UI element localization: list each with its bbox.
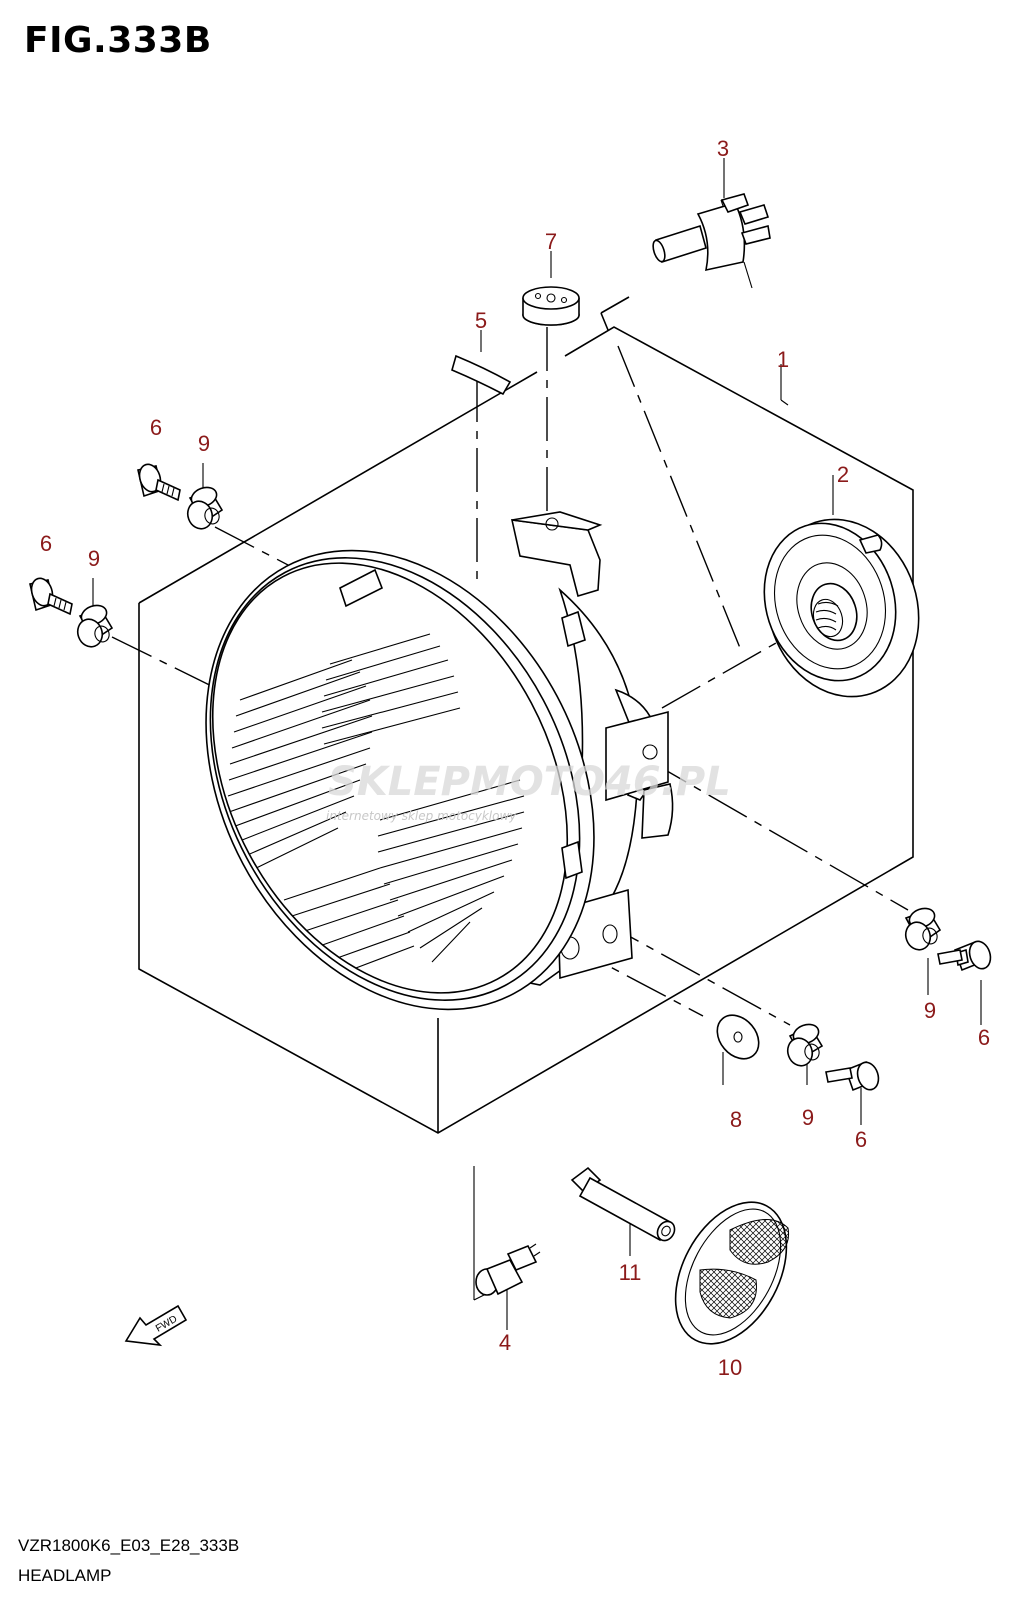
callout-6-lower-right: 6 [855, 1127, 867, 1152]
assembly-frame [138, 326, 914, 1134]
part-10-reflector [674, 1201, 790, 1345]
callout-8: 8 [730, 1107, 742, 1132]
part-7-grommet [522, 286, 580, 326]
figure-title: FIG.333B [24, 20, 212, 61]
callout-1: 1 [777, 347, 789, 372]
figure-code: VZR1800K6_E03_E28_333B [18, 1536, 240, 1555]
part-4-position-bulb [475, 1243, 541, 1296]
watermark: SKLEPMOTO46.PL internetowy sklep motocyk… [326, 759, 731, 823]
callout-2: 2 [837, 462, 849, 487]
part-3-bulb [652, 193, 771, 289]
callouts: 1 2 3 4 5 6 6 6 6 7 8 9 9 9 9 10 11 [40, 136, 990, 1380]
part-6-bolt-right [937, 940, 992, 972]
callout-4: 4 [499, 1330, 511, 1355]
watermark-main: SKLEPMOTO46.PL [328, 759, 731, 805]
callout-9-right: 9 [924, 998, 936, 1023]
callout-11: 11 [619, 1260, 642, 1285]
part-2-socket-cover [763, 518, 920, 698]
part-8-washer [716, 1014, 760, 1060]
callout-9-lower-left: 9 [88, 546, 100, 571]
part-6-bolt-lower-right [825, 1060, 880, 1092]
callout-6-lower-left: 6 [40, 531, 52, 556]
headlamp-housing [205, 511, 674, 1011]
callout-7: 7 [545, 229, 557, 254]
part-9-grommet-lower-left [76, 604, 114, 648]
callout-9-upper-left: 9 [198, 431, 210, 456]
callout-9-lower-right: 9 [802, 1105, 814, 1130]
callout-3: 3 [717, 136, 729, 161]
watermark-sub: internetowy sklep motocyklowy [326, 809, 517, 823]
part-6-bolt-lower-left [29, 577, 73, 616]
part-9-grommet-right [904, 907, 942, 951]
callout-10: 10 [718, 1355, 742, 1380]
figure-name: HEADLAMP [18, 1566, 112, 1585]
part-6-bolt-upper-left [137, 463, 181, 502]
callout-5: 5 [475, 308, 487, 333]
part-11-pin [570, 1166, 676, 1242]
part-9-grommet-upper-left [186, 486, 224, 530]
lens-pattern [227, 633, 525, 975]
part-5-spacer [451, 354, 512, 396]
callout-6-upper-left: 6 [150, 415, 162, 440]
part-9-grommet-lower-right [786, 1023, 824, 1067]
callout-6-right: 6 [978, 1025, 990, 1050]
fwd-arrow: FWD [124, 1304, 188, 1347]
